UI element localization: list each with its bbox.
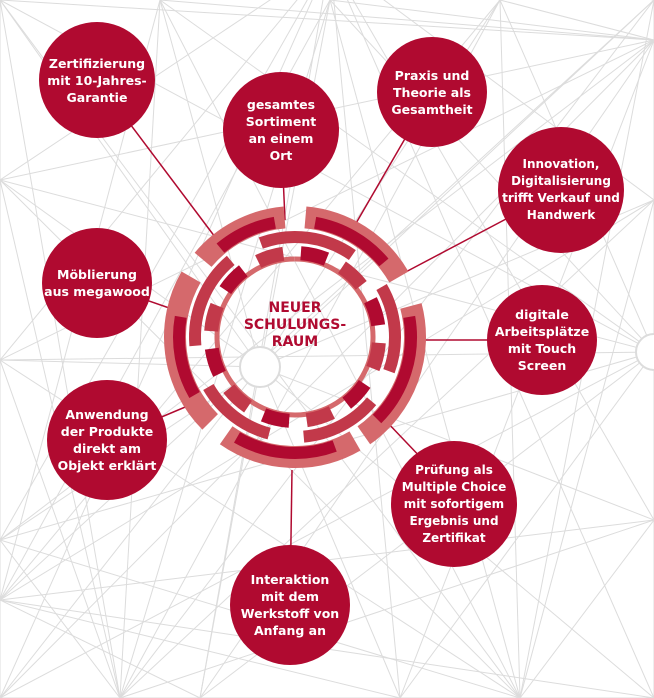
topic-anwendung: Anwendung der Produkte direkt am Objekt … (47, 380, 167, 500)
outer-ring-accent (173, 315, 200, 398)
grid-hub (239, 346, 281, 388)
dashed-ring-segment (219, 265, 248, 295)
middle-ring-segment (203, 383, 271, 440)
grid-line (119, 0, 161, 698)
middle-ring-segment (376, 284, 401, 374)
topic-innovation: Innovation, Digitalisierung trifft Verka… (498, 127, 624, 253)
dashed-ring-segment (204, 347, 226, 377)
topic-praxis: Praxis und Theorie als Gesamtheit (377, 37, 487, 147)
grid-line (329, 0, 654, 41)
outer-ring-accent (216, 216, 277, 253)
grid-line (119, 199, 654, 698)
dashed-ring-segment (255, 246, 285, 268)
grid-line (0, 539, 121, 698)
dashed-ring-segment (223, 384, 253, 413)
topic-pruefung: Prüfung als Multiple Choice mit sofortig… (391, 441, 517, 567)
dashed-ring-segment (366, 342, 386, 372)
dashed-ring-segment (342, 379, 371, 409)
grid-line (519, 519, 654, 698)
middle-ring-segment (258, 231, 356, 261)
grid-line (333, 0, 401, 698)
grid-line (0, 599, 201, 698)
grid-line (0, 359, 121, 698)
dashed-ring-segment (300, 246, 330, 266)
grid-line (399, 351, 654, 698)
thin-ring (214, 256, 376, 418)
center-title: NEUER SCHULUNGS- RAUM (243, 300, 347, 350)
dashed-ring-segment (364, 297, 386, 327)
grid-hub (635, 333, 654, 371)
grid-line (0, 199, 654, 601)
grid-line (0, 0, 654, 601)
outer-ring-accent (234, 432, 337, 459)
grid-line (0, 599, 401, 698)
dashed-ring-segment (305, 406, 335, 428)
grid-line (0, 0, 121, 698)
topic-zertifizierung: Zertifizierung mit 10-Jahres- Garantie (39, 22, 155, 138)
grid-line (119, 0, 654, 698)
grid-line (0, 0, 654, 41)
grid-line (519, 199, 654, 698)
grid-line (159, 0, 654, 41)
dashed-ring-segment (204, 302, 224, 332)
dashed-ring-segment (260, 408, 290, 428)
topic-arbeitsplaetze: digitale Arbeitsplätze mit Touch Screen (487, 285, 597, 395)
topic-interaktion: Interaktion mit dem Werkstoff von Anfang… (230, 545, 350, 665)
middle-ring-segment (303, 397, 377, 443)
grid-line (159, 0, 521, 698)
dashed-ring-segment (337, 261, 367, 290)
grid-line (119, 519, 654, 698)
topic-moeblierung: Möblierung aus megawood (42, 228, 152, 338)
grid-line (352, 0, 654, 521)
grid-line (329, 0, 654, 353)
grid-line (0, 366, 261, 698)
topic-sortiment: gesamtes Sortiment an einem Ort (223, 72, 339, 188)
grid-line (0, 0, 271, 181)
outer-ring-accent (372, 315, 417, 424)
middle-ring-segment (189, 255, 235, 347)
outer-ring-accent (313, 216, 389, 267)
grid-line (259, 0, 654, 368)
grid-line (159, 0, 261, 368)
